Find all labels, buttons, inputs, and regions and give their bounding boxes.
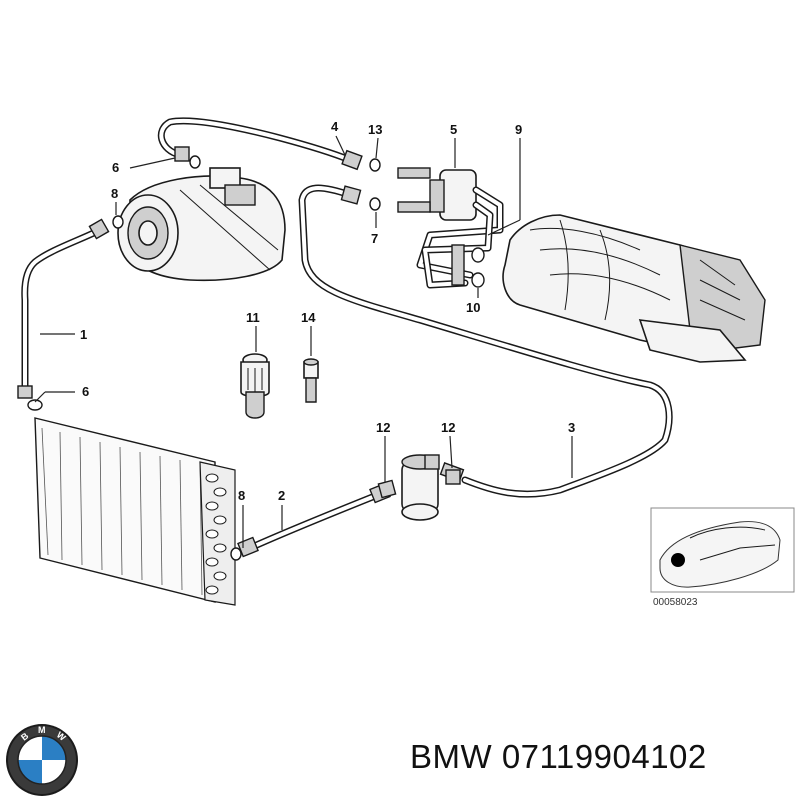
svg-text:B: B (19, 730, 31, 742)
pipe-1 (17, 218, 110, 399)
evaporator-housing (502, 214, 766, 363)
o-rings (27, 155, 485, 561)
inset-code: 00058023 (653, 597, 698, 608)
callout-11: 11 (246, 310, 260, 325)
pipe-3 (298, 184, 673, 498)
callout-6-bottom: 6 (82, 384, 89, 399)
pipe-4 (157, 117, 363, 171)
bmw-logo: B M W (6, 724, 78, 796)
leader-lines (34, 135, 573, 548)
expansion-valve (397, 167, 504, 289)
bolt (303, 358, 319, 403)
callout-10: 10 (466, 300, 480, 315)
callout-12-right: 12 (441, 420, 455, 435)
svg-text:M: M (38, 725, 46, 735)
callout-numbers: 1 2 3 4 5 6 6 7 8 8 9 10 11 12 12 13 14 (80, 119, 575, 503)
callout-1: 1 (80, 327, 87, 342)
callout-7: 7 (371, 231, 378, 246)
condenser (34, 417, 236, 606)
pipe-2 (237, 482, 391, 558)
location-marker-icon (671, 553, 685, 567)
pressure-switch (240, 353, 270, 419)
callout-8-top: 8 (111, 186, 118, 201)
callout-14: 14 (301, 310, 316, 325)
callout-2: 2 (278, 488, 285, 503)
callout-13: 13 (368, 122, 382, 137)
receiver-drier (401, 454, 465, 521)
callout-12-left: 12 (376, 420, 390, 435)
callout-8-bottom: 8 (238, 488, 245, 503)
compressor (117, 167, 286, 282)
callout-3: 3 (568, 420, 575, 435)
callout-4: 4 (331, 119, 339, 134)
callout-9: 9 (515, 122, 522, 137)
callout-6-top: 6 (112, 160, 119, 175)
part-number-label: BMW 07119904102 (410, 738, 707, 775)
callout-5: 5 (450, 122, 457, 137)
vehicle-locator-inset: 00058023 (650, 507, 795, 608)
